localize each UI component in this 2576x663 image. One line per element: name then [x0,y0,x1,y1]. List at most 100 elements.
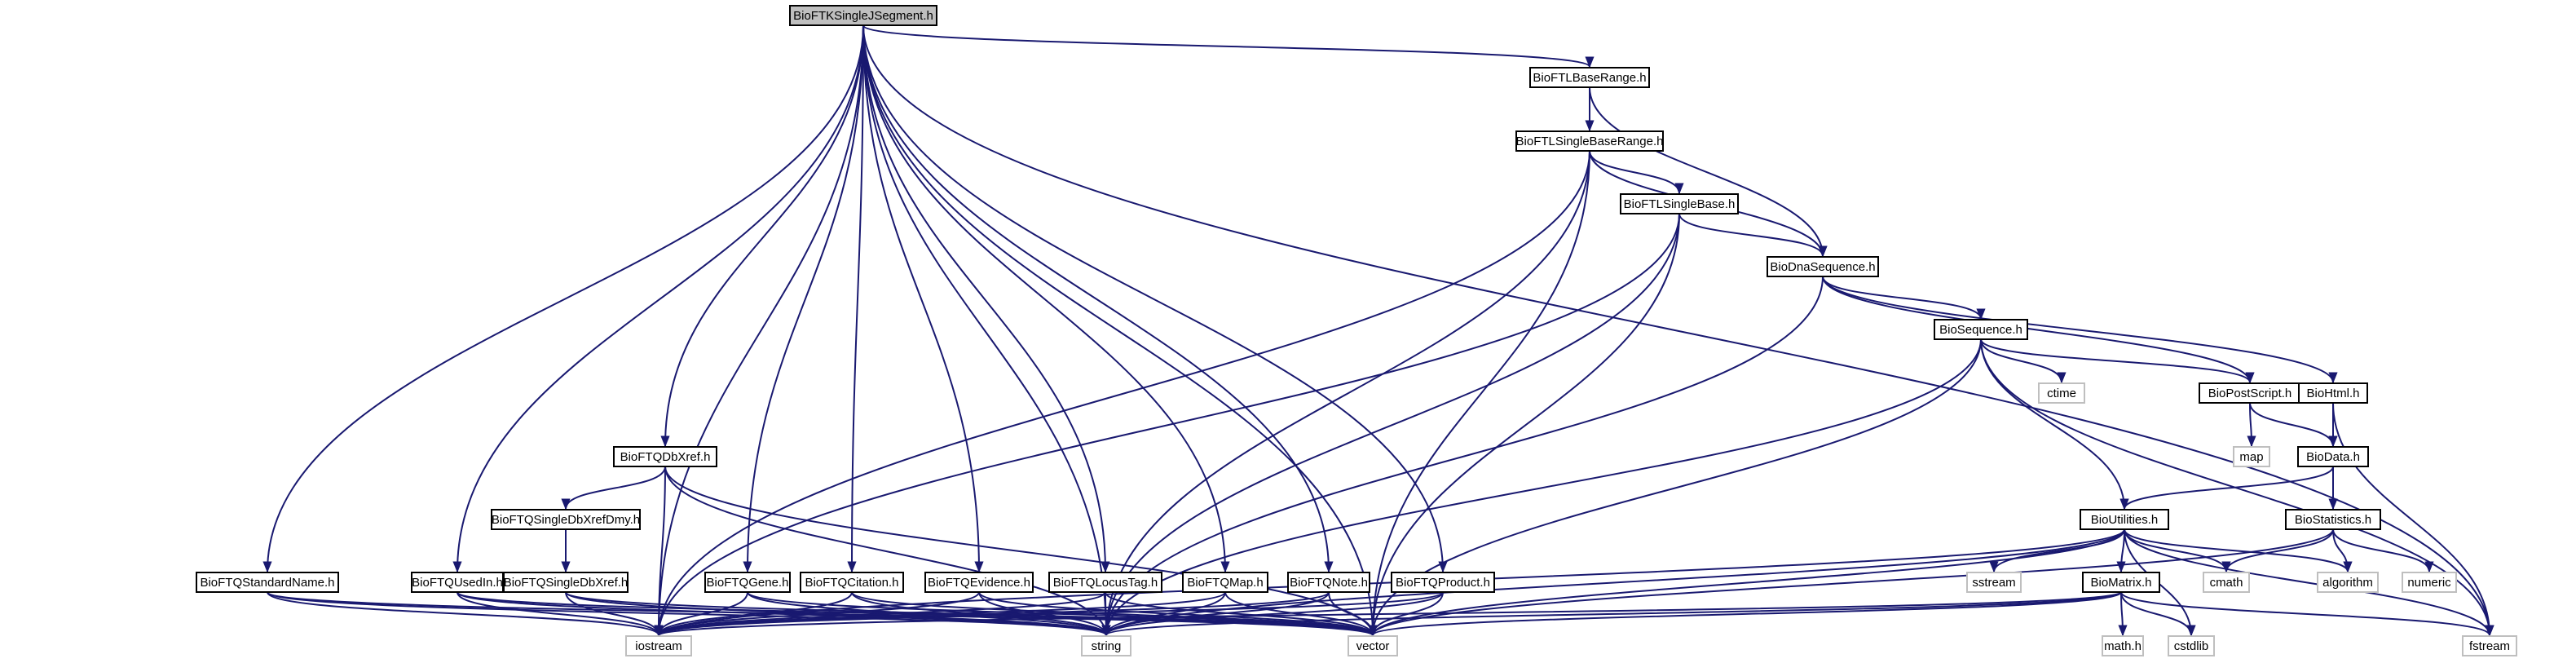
node-utilities-box [2080,509,2169,530]
node-postscript-label: BioPostScript.h [2208,387,2292,400]
node-dnasequence[interactable]: BioDnaSequence.h [1767,256,1879,277]
node-ftqsingledbxref[interactable]: BioFTQSingleDbXref.h [503,572,629,593]
node-ctime: ctime [2038,382,2085,404]
edge-data-to-utilities [2119,466,2334,511]
edge-root-to-ftqmap [862,24,1230,573]
node-fstream-box [2462,635,2517,656]
edge-ftqdbxref-to-string [664,466,1111,637]
node-algorithm-box [2317,572,2379,593]
node-sstream-box [1966,572,2022,593]
node-ftqsingledbxref-box [503,572,629,593]
edge-ftqmap-to-vector [1224,591,1378,637]
edge-ftlsinglebase-to-dnasequence [1678,213,1828,258]
edge-matrix-to-vector [1368,591,2122,637]
node-ftlsinglebase[interactable]: BioFTLSingleBase.h [1620,193,1739,214]
node-ftqmap-label: BioFTQMap.h [1187,576,1263,590]
node-ftqevidence-box [924,572,1034,593]
node-mathh-box [2102,635,2144,656]
edge-ftqcitation-to-iostream [654,591,853,637]
node-ftqsingledbxrefdmy[interactable]: BioFTQSingleDbXrefDmy.h [491,509,641,530]
node-ftlsinglebase-label: BioFTLSingleBase.h [1624,197,1736,211]
node-ftqmap[interactable]: BioFTQMap.h [1182,572,1268,593]
node-ftqevidence[interactable]: BioFTQEvidence.h [924,572,1034,593]
edge-dnasequence-to-sequence [1822,276,1986,320]
node-data[interactable]: BioData.h [2297,446,2369,467]
node-data-label: BioData.h [2306,450,2360,464]
node-ftqstandardname-box [196,572,339,593]
node-statistics-label: BioStatistics.h [2295,513,2371,527]
node-matrix[interactable]: BioMatrix.h [2082,572,2160,593]
node-ftqproduct[interactable]: BioFTQProduct.h [1391,572,1495,593]
edge-root-to-iostream [654,24,864,637]
edge-matrix-to-string [1101,591,2122,637]
node-html[interactable]: BioHtml.h [2298,382,2368,404]
node-ftqnote[interactable]: BioFTQNote.h [1287,572,1370,593]
edge-sequence-to-ctime [1980,338,2067,384]
node-numeric-label: numeric [2407,576,2451,590]
edge-ftqlocustag-to-iostream [654,591,1106,637]
node-sstream: sstream [1966,572,2022,593]
node-ftqlocustag[interactable]: BioFTQLocusTag.h [1048,572,1162,593]
node-ctime-label: ctime [2047,387,2076,400]
node-map: map [2233,446,2270,467]
edge-root-to-ftqnote [862,24,1334,573]
node-ftqdbxref[interactable]: BioFTQDbXref.h [613,446,717,467]
edge-postscript-to-data [2249,402,2338,448]
node-ftlbaserange[interactable]: BioFTLBaseRange.h [1529,67,1650,88]
node-postscript[interactable]: BioPostScript.h [2199,382,2301,404]
node-root-box [789,5,937,26]
node-matrix-box [2082,572,2160,593]
node-ftqgene[interactable]: BioFTQGene.h [704,572,791,593]
node-cstdlib-box [2168,635,2215,656]
edge-ftlsinglebaserange-to-vector [1368,150,1590,637]
node-map-label: map [2239,450,2263,464]
node-ftqusedin-box [411,572,504,593]
edge-matrix-to-mathh [2118,591,2128,637]
node-root[interactable]: BioFTKSingleJSegment.h [789,5,937,26]
node-utilities[interactable]: BioUtilities.h [2080,509,2169,530]
edge-root-to-ftqlocustag [862,24,1110,573]
edge-ftqnote-to-string [1101,591,1330,637]
node-sstream-label: sstream [1972,576,2015,590]
node-algorithm-label: algorithm [2322,576,2373,590]
edge-utilities-to-algorithm [2124,528,2353,573]
edge-ftqusedin-to-string [457,591,1111,637]
node-ftqstandardname[interactable]: BioFTQStandardName.h [196,572,339,593]
node-postscript-box [2199,382,2301,404]
node-vector-label: vector [1356,639,1390,653]
edge-ftqmap-to-string [1101,591,1226,637]
node-string-label: string [1092,639,1122,653]
edge-ftlsinglebaserange-to-ftlsinglebase [1589,150,1684,195]
edge-ftlsinglebase-to-vector [1368,213,1680,637]
node-ftlbaserange-label: BioFTLBaseRange.h [1533,71,1646,85]
node-cmath-label: cmath [2210,576,2243,590]
node-sequence[interactable]: BioSequence.h [1934,319,2028,340]
node-ftqcitation-label: BioFTQCitation.h [805,576,898,590]
node-ftqgene-box [704,572,791,593]
node-dnasequence-label: BioDnaSequence.h [1770,260,1875,274]
node-vector-box [1348,635,1398,656]
node-ftqsingledbxref-label: BioFTQSingleDbXref.h [504,576,629,590]
node-ftqlocustag-box [1048,572,1162,593]
edge-sequence-to-utilities [1980,338,2129,511]
node-map-box [2233,446,2270,467]
edge-dnasequence-to-html [1822,276,2338,384]
node-cstdlib-label: cstdlib [2174,639,2209,653]
node-mathh: math.h [2102,635,2144,656]
edge-root-to-ftqgene [743,24,864,573]
node-html-box [2298,382,2368,404]
edge-ftqproduct-to-iostream [654,591,1444,637]
node-ftqcitation[interactable]: BioFTQCitation.h [800,572,904,593]
node-iostream-box [625,635,692,656]
node-ftqusedin[interactable]: BioFTQUsedIn.h [411,572,504,593]
edge-ftlsinglebaserange-to-iostream [654,150,1590,637]
edge-root-to-ftqusedin [452,24,864,573]
nodes-layer: BioFTKSingleJSegment.hBioFTLBaseRange.hB… [196,5,2517,656]
node-ftlsinglebaserange[interactable]: BioFTLSingleBaseRange.h [1515,130,1664,152]
node-ftqcitation-box [800,572,904,593]
node-ftqdbxref-box [613,446,717,467]
node-statistics[interactable]: BioStatistics.h [2285,509,2381,530]
node-string-box [1081,635,1131,656]
edge-root-to-fstream [862,24,2494,637]
edge-utilities-to-sstream [1989,528,2125,573]
